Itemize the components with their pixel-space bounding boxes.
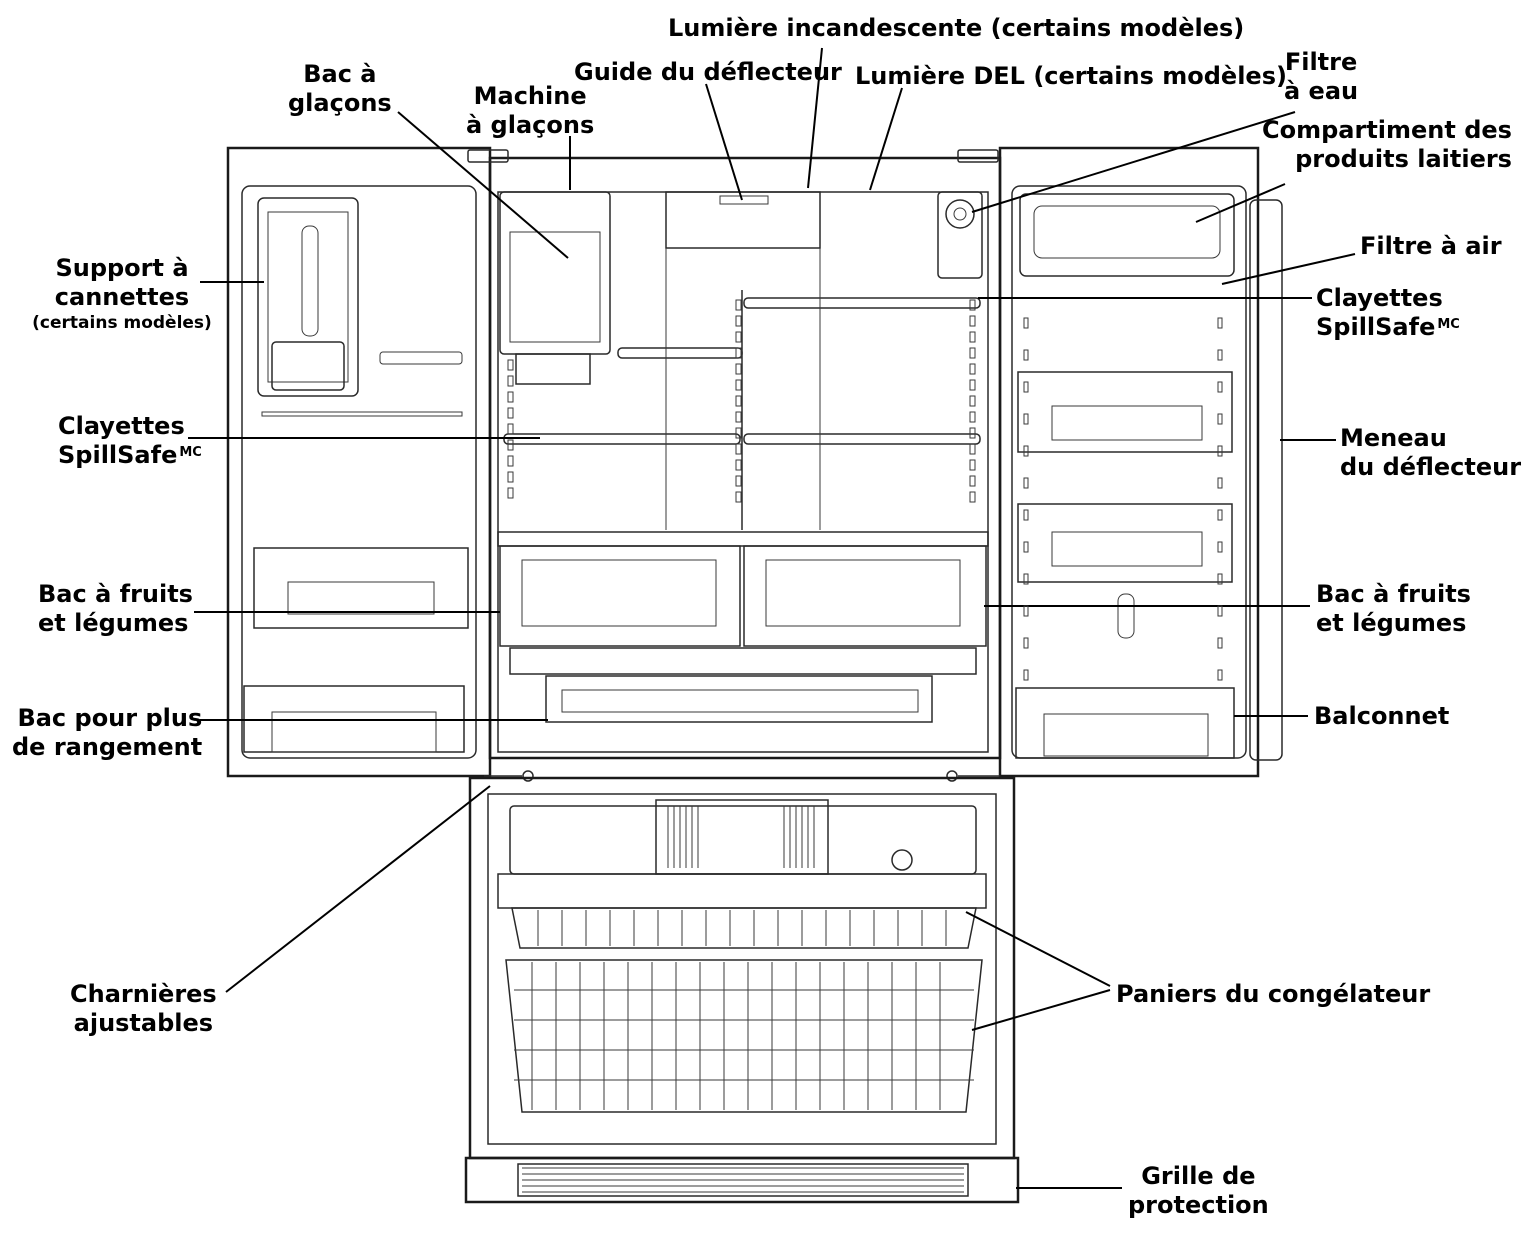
label-lumiere-incandescente: Lumière incandescente (certains modèles): [668, 14, 1245, 42]
label-lumiere-del: Lumière DEL (certains modèles): [855, 62, 1287, 90]
label-paniers: Paniers du congélateur: [1116, 980, 1431, 1008]
fridge-interior: [497, 191, 989, 723]
right-door: [998, 146, 1283, 778]
leader-lines: [188, 47, 1356, 1189]
label-filtre-air: Filtre à air: [1360, 232, 1502, 260]
label-guide-deflecteur: Guide du déflecteur: [574, 58, 842, 86]
label-balconnet: Balconnet: [1314, 702, 1450, 730]
freezer-drawer: [464, 776, 1020, 1204]
left-door: [226, 146, 492, 778]
hinges: [467, 149, 1000, 782]
refrigerator-illustration: [226, 146, 1283, 1204]
